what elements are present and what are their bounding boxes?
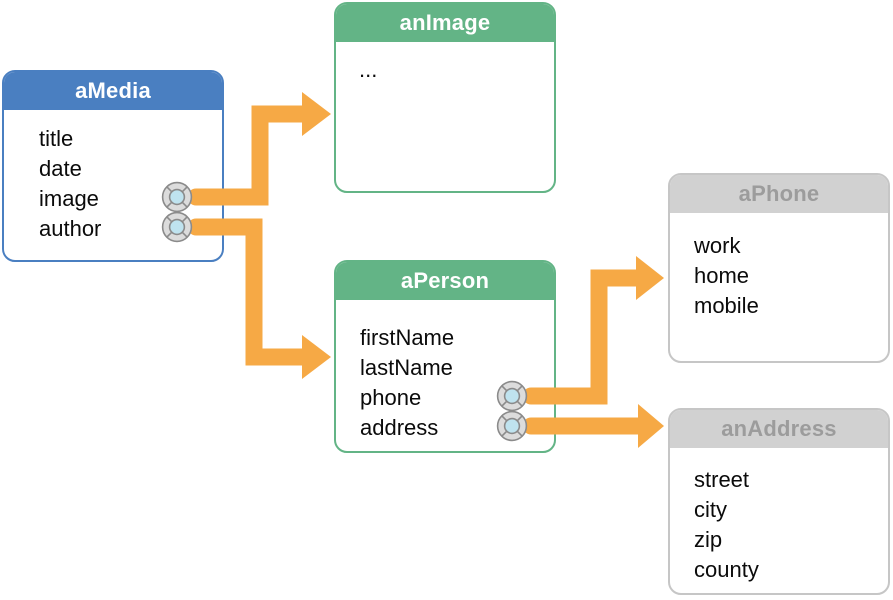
- entity-amedia-body: title date image author: [4, 110, 222, 244]
- field-date: date: [39, 156, 82, 181]
- field-mobile: mobile: [694, 293, 759, 318]
- entity-anaddress: anAddress street city zip county: [668, 408, 890, 595]
- field-image: image: [39, 186, 99, 211]
- entity-animage-body: ...: [336, 42, 554, 85]
- arrow-amedia-author-to-aperson: [187, 218, 331, 379]
- field-home: home: [694, 263, 750, 288]
- connector-icon-amedia-image: [161, 181, 193, 213]
- field-county: county: [694, 557, 759, 582]
- entity-aphone-title: aPhone: [738, 181, 820, 206]
- entity-amedia-title: aMedia: [75, 78, 151, 103]
- entity-anaddress-body: street city zip county: [670, 448, 888, 585]
- arrow-aperson-phone-to-aphone: [522, 256, 664, 405]
- entity-animage: anImage ...: [334, 2, 556, 193]
- connector-icon-aperson-address: [496, 410, 528, 442]
- field-firstname: firstName: [360, 325, 455, 350]
- field-author: author: [39, 216, 102, 241]
- connector-icon-amedia-author: [161, 211, 193, 243]
- entity-anaddress-title: anAddress: [721, 416, 837, 441]
- field-ellipsis: ...: [359, 57, 378, 82]
- field-city: city: [694, 497, 727, 522]
- entity-aphone: aPhone work home mobile: [668, 173, 890, 363]
- field-lastname: lastName: [360, 355, 453, 380]
- entity-aphone-header: aPhone: [670, 175, 888, 213]
- arrow-amedia-image-to-animage: [187, 92, 331, 206]
- field-work: work: [694, 233, 741, 258]
- entity-anaddress-header: anAddress: [670, 410, 888, 448]
- field-title: title: [39, 126, 74, 151]
- field-phone: phone: [360, 385, 422, 410]
- entity-animage-header: anImage: [336, 4, 554, 42]
- entity-aperson-title: aPerson: [400, 268, 490, 293]
- entity-amedia-header: aMedia: [4, 72, 222, 110]
- field-street: street: [694, 467, 750, 492]
- entity-animage-title: anImage: [399, 10, 491, 35]
- entity-amedia: aMedia title date image author: [2, 70, 224, 262]
- entity-aperson-body: firstName lastName phone address: [336, 300, 554, 443]
- field-address: address: [360, 415, 439, 440]
- entity-aphone-body: work home mobile: [670, 213, 888, 321]
- connector-icon-aperson-phone: [496, 380, 528, 412]
- entity-aperson-header: aPerson: [336, 262, 554, 300]
- arrow-aperson-address-to-anaddress: [522, 404, 664, 448]
- field-zip: zip: [694, 527, 723, 552]
